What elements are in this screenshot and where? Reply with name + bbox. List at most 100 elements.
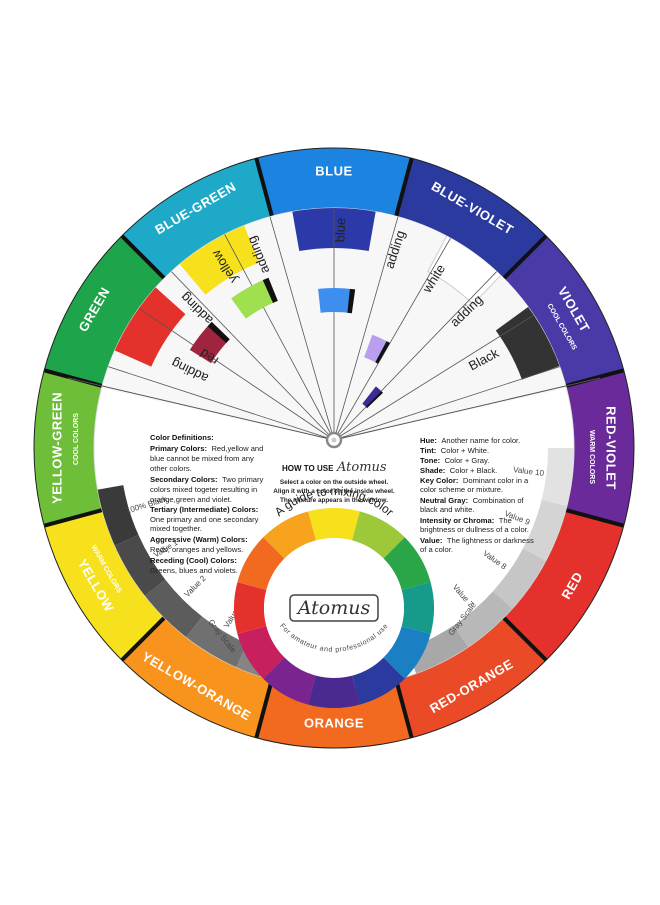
- window-marker: [207, 321, 230, 343]
- def-key-heading: Key Color:: [420, 476, 458, 485]
- def-neutral-text1: Combination of: [473, 496, 525, 505]
- def-tone-text: Color + Gray.: [445, 456, 490, 465]
- svg-text:Neutral Gray: Combination of: Neutral Gray: Combination of: [420, 490, 525, 507]
- gray-label-right: Value 10: [513, 465, 545, 478]
- outer-segment-blue-violet[interactable]: [396, 158, 547, 279]
- outer-color-ring[interactable]: [33, 148, 634, 748]
- outer-segment-violet[interactable]: [503, 235, 624, 386]
- blade-line: [264, 208, 335, 441]
- definitions-right: Hue: Another name for color. Tint: Color…: [420, 430, 534, 554]
- mixing-windows: [189, 277, 390, 409]
- svg-text:Tone: Color + Gray.: Tone: Color + Gray.: [420, 450, 489, 467]
- outer-segment-green[interactable]: [44, 235, 165, 386]
- def-intensity-text2: brightness or dullness of a color.: [420, 525, 529, 534]
- how-to-use: HOW TO USE Atomus Select a color on the …: [273, 460, 395, 504]
- howto-brand: Atomus: [336, 460, 387, 475]
- def-secondary-text3: orange,green and violet.: [150, 495, 232, 504]
- black-window: [362, 386, 383, 409]
- blade-tab-red: [112, 286, 186, 367]
- def-value-text1: The lightness or darkness: [447, 536, 534, 545]
- howto-line1: Select a color on the outside wheel.: [280, 479, 389, 486]
- svg-text:Hue: Another name for color.: Hue: Another name for color.: [420, 430, 520, 447]
- gray-swatch-left: [112, 535, 166, 597]
- center-mini-wheel: [234, 508, 434, 708]
- mini-wheel-segment: [352, 511, 405, 559]
- gray-swatch-left: [95, 485, 139, 547]
- def-intensity-text1: The: [499, 516, 512, 525]
- yellow-window: [231, 277, 278, 319]
- outer-segment-yellow[interactable]: [44, 510, 165, 661]
- def-intensity-heading: Intensity or Chroma:: [420, 516, 494, 525]
- pivot-center: [331, 437, 337, 443]
- outer-divider: [394, 157, 414, 217]
- gray-swatch-left: [185, 616, 247, 670]
- howto-title: HOW TO USE: [282, 464, 334, 473]
- outer-segment-red[interactable]: [503, 510, 624, 661]
- outer-segment-blue[interactable]: [256, 148, 412, 217]
- svg-text:Key Color: Dominant color in a: Key Color: Dominant color in a: [420, 470, 529, 487]
- blue-window: [318, 288, 356, 314]
- def-tertiary-text1: One primary and one secondary: [150, 515, 259, 524]
- outer-ring-dividers: [33, 147, 635, 749]
- gray-swatch-right: [407, 625, 470, 676]
- blade-line: [333, 208, 404, 441]
- def-primary-text1: Red,yellow and: [211, 444, 263, 453]
- outer-segment-blue-green[interactable]: [121, 158, 272, 279]
- blade-line: [96, 362, 335, 441]
- def-primary-text3: other colors.: [150, 464, 192, 473]
- blade-line: [333, 307, 547, 441]
- blade-line: [333, 223, 460, 441]
- def-tint-text: Color + White.: [441, 446, 489, 455]
- gray-swatch-right: [493, 548, 548, 610]
- center-brand-box: [289, 594, 379, 622]
- center-brand: Atomus: [296, 597, 371, 619]
- blade-line: [216, 219, 335, 441]
- mini-wheel-segment: [383, 537, 431, 590]
- disk-divider-right: [333, 377, 601, 441]
- def-warm-text: Reds, oranges and yellows.: [150, 545, 243, 554]
- def-primary-text2: blue cannot be mixed from any: [150, 454, 254, 463]
- mini-wheel-segment: [383, 626, 431, 679]
- mini-wheel-segment: [401, 582, 434, 634]
- outer-segment-yellow-green[interactable]: [33, 370, 103, 526]
- outer-divider: [120, 234, 166, 280]
- mini-wheel-segment: [263, 511, 316, 559]
- svg-text:Intensity or Chroma: The: Intensity or Chroma: The: [420, 510, 512, 527]
- outer-divider: [254, 157, 274, 217]
- blade-lines: [96, 208, 572, 441]
- def-tertiary-text2: mixed together.: [150, 524, 202, 533]
- outer-label-yellow-green: YELLOW-GREEN: [49, 392, 64, 504]
- blade-label-blue: blue: [332, 218, 348, 243]
- svg-text:Tint: Color + White.: Tint: Color + White.: [420, 440, 489, 457]
- gray-swatch-right: [453, 591, 514, 649]
- mini-wheel-segment: [308, 508, 360, 541]
- outer-segment-red-orange[interactable]: [396, 617, 547, 738]
- def-key-text1: Dominant color in a: [463, 476, 529, 485]
- outer-divider: [565, 508, 625, 528]
- svg-text:Shade: Color + Black.: Shade: Color + Black.: [420, 460, 497, 477]
- howto-line2: Align it with a color on the inside whee…: [273, 488, 395, 495]
- outer-divider: [394, 679, 414, 739]
- outer-sublabel: WARM COLORS: [588, 430, 595, 484]
- outer-label-orange: ORANGE: [304, 715, 364, 730]
- outer-segment-red-violet[interactable]: [565, 370, 634, 526]
- outer-segment-yellow-orange[interactable]: [121, 617, 272, 738]
- def-heading: Color Definitions:: [150, 433, 214, 442]
- blade-tab-yellow: [178, 223, 260, 295]
- svg-text:Value: The lightness or darkne: Value: The lightness or darkness: [420, 530, 534, 547]
- outer-divider: [43, 508, 103, 528]
- outer-border: [33, 147, 635, 749]
- mini-wheel-segment: [352, 657, 405, 705]
- window-marker: [365, 391, 383, 409]
- mini-wheel-segment: [237, 537, 285, 590]
- mini-wheel-segment: [237, 626, 285, 679]
- outer-divider: [502, 234, 548, 280]
- def-tone-heading: Tone:: [420, 456, 440, 465]
- def-tertiary-heading: Tertiary (Intermediate) Colors:: [150, 505, 258, 514]
- outer-divider: [502, 616, 548, 662]
- gray-swatch-right: [522, 499, 569, 562]
- window-marker: [347, 288, 356, 314]
- def-secondary-text1: Two primary: [222, 475, 264, 484]
